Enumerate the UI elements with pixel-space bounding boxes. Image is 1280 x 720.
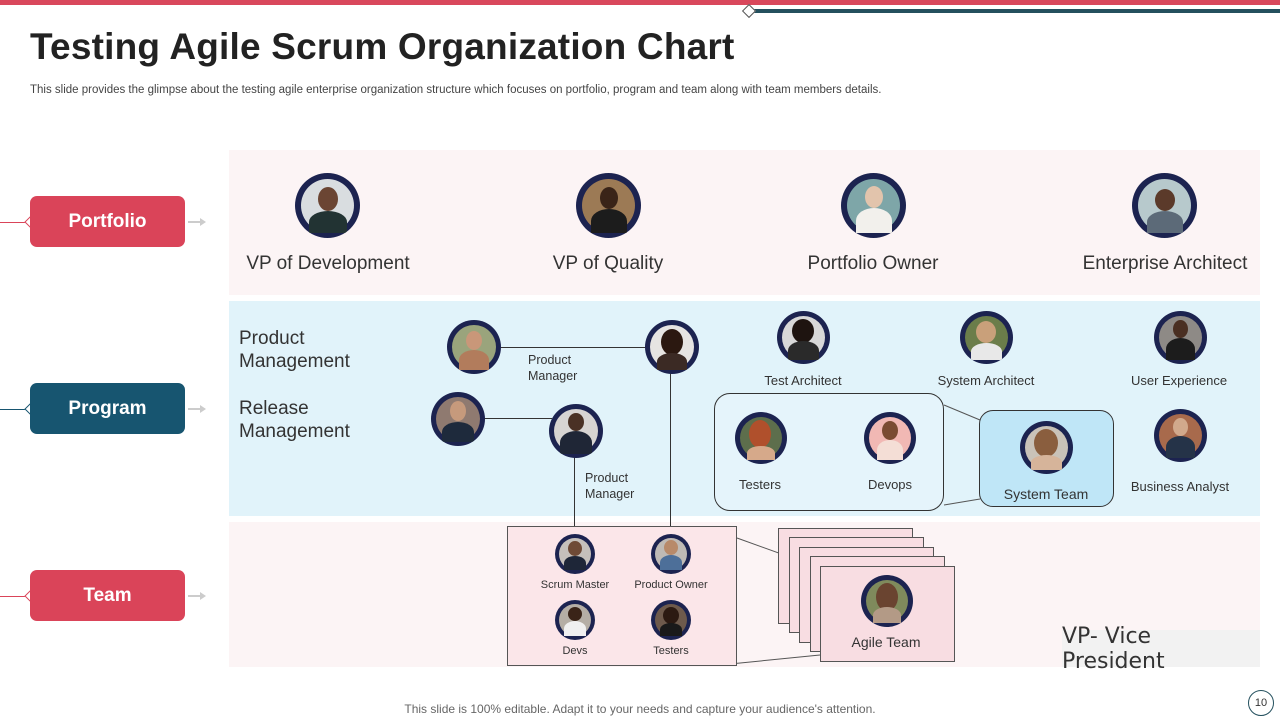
product-management-heading: Product Management [239, 328, 350, 372]
product-owner-avatar [651, 534, 691, 574]
page-title: Testing Agile Scrum Organization Chart [30, 26, 735, 67]
release-management-avatar [431, 392, 485, 446]
test-architect-avatar [777, 311, 830, 364]
scrum-master-avatar [555, 534, 595, 574]
arrow-right-icon [188, 218, 206, 226]
testers-avatar [735, 412, 787, 464]
arrow-right-icon [188, 592, 206, 600]
vp-legend: VP- Vice President [1062, 624, 1260, 674]
page-number: 10 [1248, 690, 1274, 716]
release-management-heading: Release Management [239, 398, 350, 442]
product-management-avatar [447, 320, 501, 374]
devops-avatar [864, 412, 916, 464]
system-team-label: System Team [1003, 486, 1089, 502]
portfolio-lead-line [0, 222, 30, 223]
release-product-manager-avatar [549, 404, 603, 458]
page-subtitle: This slide provides the glimpse about th… [30, 84, 882, 96]
role-label: Test Architect [764, 373, 842, 388]
level-portfolio-button[interactable]: Portfolio [30, 196, 185, 247]
team-member-label: Product Owner [634, 579, 708, 591]
business-analyst-avatar [1154, 409, 1207, 462]
footer-note: This slide is 100% editable. Adapt it to… [404, 702, 876, 716]
product-manager-label: Product Manager [528, 353, 578, 383]
scrum-team-box [507, 526, 737, 666]
top-teal-bar [752, 9, 1280, 13]
product-manager-label: Product Manager [585, 471, 635, 501]
role-label: System Architect [937, 373, 1035, 388]
user-experience-avatar [1154, 311, 1207, 364]
role-label: Enterprise Architect [1082, 253, 1248, 274]
vp-quality-avatar [576, 173, 641, 238]
level-team-button[interactable]: Team [30, 570, 185, 621]
team-member-label: Devs [562, 645, 588, 657]
level-program-button[interactable]: Program [30, 383, 185, 434]
connector-line [670, 372, 671, 526]
arrow-right-icon [188, 405, 206, 413]
connector-line [574, 455, 575, 526]
enterprise-architect-avatar [1132, 173, 1197, 238]
role-label: Business Analyst [1130, 479, 1230, 494]
role-label: VP of Quality [552, 253, 664, 274]
top-accent-bar [0, 0, 1280, 5]
role-label: Portfolio Owner [807, 253, 939, 274]
system-team-avatar [1020, 421, 1073, 474]
team-lead-line [0, 596, 30, 597]
role-label: User Experience [1130, 373, 1228, 388]
connector-line [497, 347, 647, 348]
connector-line [482, 418, 552, 419]
system-architect-avatar [960, 311, 1013, 364]
testers-avatar [651, 600, 691, 640]
devs-avatar [555, 600, 595, 640]
diamond-icon [741, 3, 757, 19]
program-lead-line [0, 409, 30, 410]
vp-development-avatar [295, 173, 360, 238]
team-member-label: Scrum Master [540, 579, 610, 591]
portfolio-band [229, 150, 1260, 295]
team-member-label: Testers [653, 645, 689, 657]
product-manager-avatar [645, 320, 699, 374]
agile-team-label: Agile Team [851, 634, 921, 650]
group-member-label: Devops [867, 477, 913, 492]
portfolio-owner-avatar [841, 173, 906, 238]
agile-team-avatar [861, 575, 913, 627]
role-label: VP of Development [246, 253, 410, 274]
group-member-label: Testers [739, 477, 781, 492]
